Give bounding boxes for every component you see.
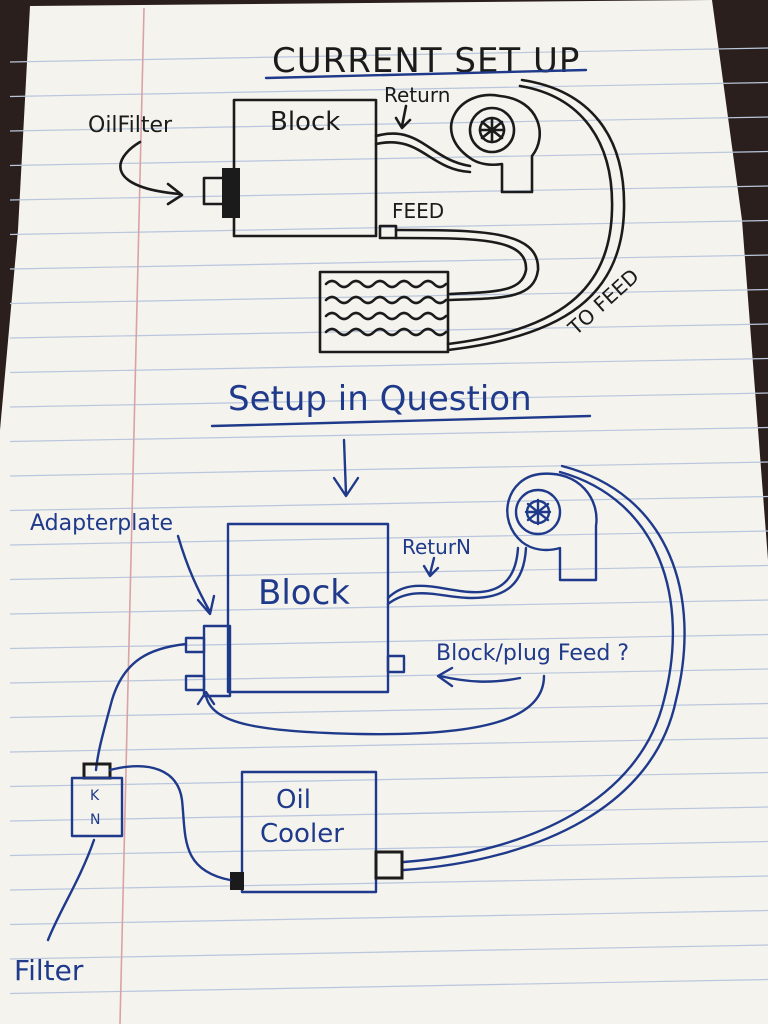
rule-line <box>9 771 768 788</box>
rule-line <box>9 150 768 167</box>
question-return-line <box>386 546 528 606</box>
rule-line <box>9 426 768 443</box>
current-feed-line <box>394 228 540 302</box>
rule-line <box>9 702 768 719</box>
question-return-arrow <box>422 556 440 578</box>
rule-line <box>9 461 768 477</box>
rule-line <box>9 47 768 63</box>
block-plug-feed-label: Block/plug Feed ? <box>436 641 629 666</box>
oil-cooler-port-left <box>230 872 244 890</box>
filter-pointer-line <box>46 838 96 942</box>
current-return-arrow <box>394 104 412 130</box>
current-return-line <box>374 132 472 174</box>
adapter-plate <box>202 624 232 698</box>
rule-line <box>9 219 768 236</box>
rule-line <box>9 254 768 270</box>
kn-filter-k: K <box>90 788 100 804</box>
question-down-arrow <box>332 438 360 498</box>
question-block-label: Block <box>258 573 350 613</box>
rule-line <box>9 185 768 201</box>
kn-filter-n: N <box>90 812 100 828</box>
rule-line <box>9 944 768 960</box>
rule-line <box>9 909 768 926</box>
block-plug-fitting <box>386 654 406 674</box>
filter-to-cooler-line <box>108 765 232 882</box>
oil-cooler-label-line1: Oil <box>276 785 311 815</box>
current-feed-fitting <box>378 224 398 240</box>
question-block-box <box>226 522 390 694</box>
oil-cooler-port-right <box>374 850 404 880</box>
question-return-label: ReturN <box>402 535 471 559</box>
current-oil-cooler-fins <box>324 279 448 337</box>
current-title-underline <box>264 68 588 80</box>
question-setup-section: Setup in Question Adapterplate Block Ret… <box>14 379 686 987</box>
adapter-plate-arrow <box>176 534 216 616</box>
filter-label: Filter <box>14 954 84 987</box>
current-turbo <box>449 93 541 194</box>
current-oil-filter-arrowhead <box>166 182 184 206</box>
question-title-underline <box>210 414 592 428</box>
adapter-plate-label: Adapterplate <box>30 511 173 536</box>
question-feed-loop <box>196 674 546 736</box>
rule-line <box>9 116 768 132</box>
kn-filter-body <box>70 776 124 838</box>
ruled-lines <box>9 47 768 995</box>
rule-line <box>9 875 768 891</box>
adapter-to-filter-line <box>94 642 188 772</box>
current-oil-cooler <box>318 270 450 354</box>
rule-line <box>9 81 768 98</box>
rule-line <box>9 392 768 408</box>
current-to-feed-line <box>446 78 626 352</box>
rule-line <box>9 357 768 374</box>
current-oil-filter-mount <box>222 168 240 218</box>
question-cooler-turbo-line <box>402 464 686 872</box>
question-turbo <box>506 472 598 582</box>
current-oil-filter-label: OilFilter <box>88 113 173 138</box>
oil-cooler-label-line2: Cooler <box>260 819 344 849</box>
rule-line <box>9 806 768 822</box>
current-oil-filter-cap <box>202 176 226 206</box>
rule-line <box>9 495 768 512</box>
current-feed-label: FEED <box>392 199 444 223</box>
question-oil-cooler <box>240 770 378 894</box>
block-plug-feed-arrow <box>436 666 522 688</box>
rule-line <box>9 840 768 857</box>
margin-line <box>119 7 145 1024</box>
current-oil-filter-arrow <box>119 140 182 196</box>
rule-line <box>9 978 768 995</box>
rule-line <box>9 737 768 753</box>
adapter-port-bottom <box>184 674 206 692</box>
question-title: Setup in Question <box>228 379 532 419</box>
current-block-label: Block <box>270 107 340 137</box>
current-return-label: Return <box>384 83 450 107</box>
